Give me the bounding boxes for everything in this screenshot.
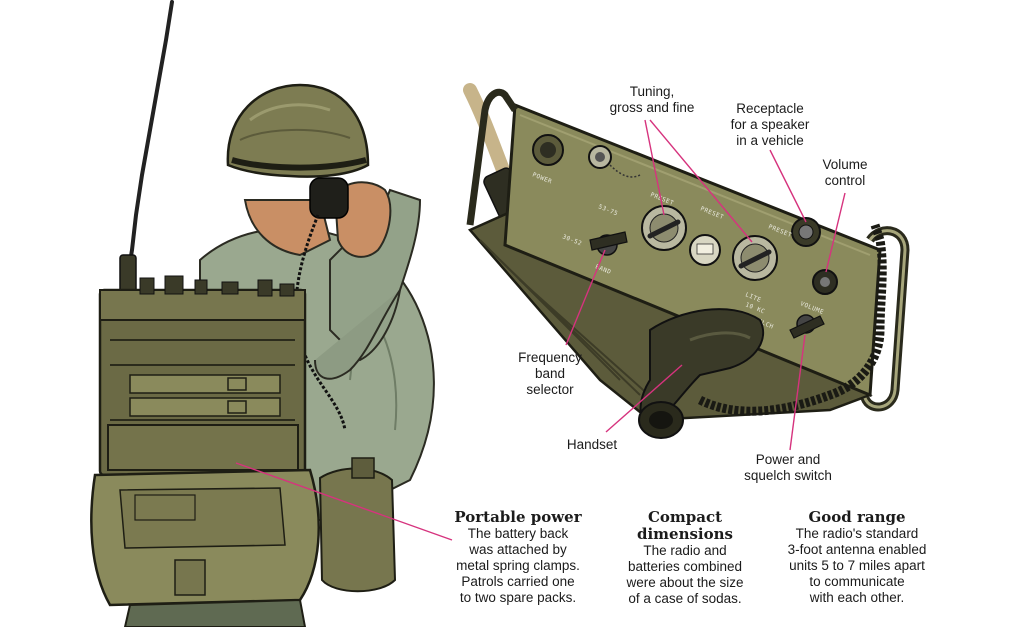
leader-tuning-b xyxy=(649,119,753,243)
handset xyxy=(638,308,765,439)
antenna-stub xyxy=(463,83,512,182)
leader-volume xyxy=(825,192,846,273)
label-power-squelch: Power and squelch switch xyxy=(744,452,832,483)
canteen xyxy=(318,467,397,593)
label-frequency: Frequency band selector xyxy=(518,350,582,397)
hand xyxy=(333,181,392,258)
battery-box xyxy=(107,424,299,471)
volume-knob xyxy=(812,269,838,295)
radio-closeup: POWER 53-75 30-52 BAND PRESET PRESET PRE… xyxy=(463,83,910,439)
antenna-base xyxy=(119,254,137,294)
handset-at-ear xyxy=(309,177,349,219)
gross-tuning-knob xyxy=(641,205,687,251)
caption-good-range: Good range The radio's standard 3-foot a… xyxy=(772,509,942,606)
leader-portable-power xyxy=(235,462,453,541)
whip-antenna xyxy=(126,0,174,277)
soldier-illustration xyxy=(90,0,435,627)
caption-body: The radio's standard 3-foot antenna enab… xyxy=(787,526,927,605)
caption-compact-dimensions: Compact dimensions The radio and batteri… xyxy=(620,509,750,607)
leader-lines xyxy=(235,119,846,541)
label-volume: Volume control xyxy=(822,157,868,188)
caption-title: Portable power xyxy=(454,508,582,526)
fine-tuning-knob xyxy=(732,235,778,281)
speaker-receptacle xyxy=(791,217,821,247)
frequency-readout xyxy=(689,234,721,266)
label-tuning: Tuning, gross and fine xyxy=(609,84,695,115)
power-squelch-switch xyxy=(789,314,825,339)
handset-cord xyxy=(294,214,347,431)
leader-handset xyxy=(605,364,683,433)
caption-title: Compact dimensions xyxy=(636,508,733,543)
leader-tuning-a xyxy=(644,119,665,216)
left-handle xyxy=(466,88,518,226)
caption-title: Good range xyxy=(808,508,906,526)
trousers xyxy=(123,598,307,627)
pack-strap xyxy=(129,374,281,394)
leader-power-squelch xyxy=(789,334,806,451)
caption-body: The radio and batteries combined were ab… xyxy=(626,543,744,606)
label-handset: Handset xyxy=(566,437,618,452)
label-receptacle: Receptacle for a speaker in a vehicle xyxy=(730,101,810,148)
leader-receptacle xyxy=(769,149,807,223)
handset-coiled-cord xyxy=(697,223,887,416)
caption-portable-power: Portable power The battery back was atta… xyxy=(448,509,588,606)
caption-body: The battery back was attached by metal s… xyxy=(456,526,580,605)
leader-frequency xyxy=(565,249,606,346)
band-selector-switch xyxy=(589,231,628,256)
